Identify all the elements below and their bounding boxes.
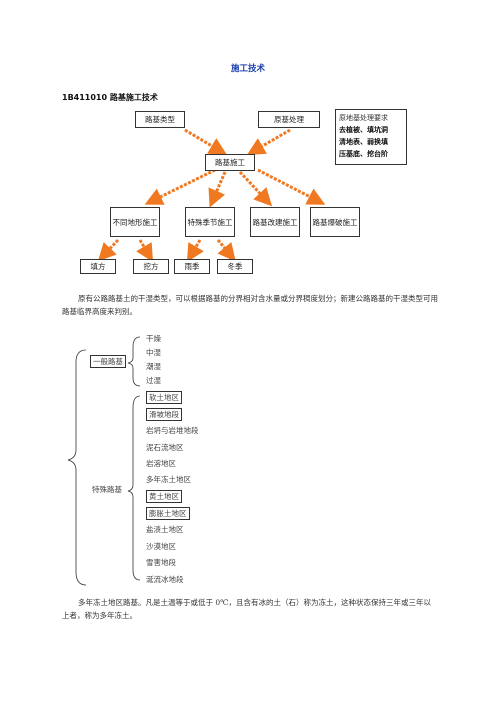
- note-line-3: 压基底、挖台阶: [339, 150, 388, 158]
- box-rainy: 雨季: [174, 259, 210, 274]
- brace-general: [127, 336, 141, 387]
- box-cut: 挖方: [133, 259, 169, 274]
- box-base-treatment: 原基处理: [258, 111, 320, 128]
- arrow-terrain-to-cut: [136, 239, 154, 263]
- tree-special-item: 软土地区: [146, 391, 182, 404]
- brace-root: [67, 349, 87, 586]
- tree-special-item: 涎流冰地段: [146, 575, 184, 584]
- tree-special-item: 岩溶地区: [146, 459, 176, 468]
- note-line-2: 清地表、弱换填: [339, 138, 388, 146]
- arrow-center-to-terrain: [144, 168, 216, 205]
- paragraph-dry-wet-types: 原有公路路基土的干湿类型，可以根据路基的分界相对含水量或分界稠度划分；新建公路路…: [62, 294, 438, 316]
- tree-special-item: 沙漠地区: [146, 542, 176, 551]
- note-line-1: 去植被、填坑洞: [339, 126, 388, 134]
- arrow-center-to-rebuild: [238, 170, 273, 207]
- tree-special-item: 滑坡地段: [146, 408, 182, 421]
- tree-general-item: 中湿: [146, 348, 161, 357]
- arrow-center-to-season: [208, 171, 227, 208]
- arrow-season-to-winter: [216, 239, 236, 262]
- arrow-terrain-to-fill: [97, 238, 120, 262]
- tree-special-label: 特殊路基: [92, 485, 122, 494]
- note-base-requirements: 原地基处理要求 去植被、填坑洞 清地表、弱换填 压基底、挖台阶: [335, 109, 407, 165]
- arrow-base-to-center: [246, 128, 291, 156]
- page-title: 施工技术: [230, 64, 265, 74]
- box-season: 特殊季节施工: [185, 207, 235, 237]
- section-heading: 1B411010 路基施工技术: [62, 93, 158, 102]
- brace-special: [127, 395, 141, 581]
- box-subgrade-construction: 路基施工: [205, 154, 255, 171]
- note-line-title: 原地基处理要求: [339, 114, 388, 122]
- paragraph-permafrost: 多年冻土地区路基。凡是土温等于或低于 0℃，且含有冰的土（石）称为冻土，这种状态…: [62, 598, 432, 620]
- tree-general-item: 干燥: [146, 334, 161, 343]
- box-rebuild: 路基改建施工: [250, 207, 300, 237]
- box-subgrade-type: 路基类型: [135, 111, 185, 128]
- box-blasting: 路基爆破施工: [310, 207, 360, 237]
- tree-special-item: 多年冻土地区: [146, 475, 191, 484]
- box-terrain: 不同地形施工: [110, 207, 160, 237]
- box-winter: 冬季: [217, 259, 253, 274]
- tree-special-item: 雪害地段: [146, 558, 176, 567]
- tree-special-item: 岩坍与岩堆地段: [146, 426, 199, 435]
- arrow-type-to-center: [184, 128, 228, 156]
- arrow-center-to-blast: [257, 168, 326, 205]
- tree-special-item: 黄土地区: [146, 490, 182, 503]
- tree-general-item: 过湿: [146, 376, 161, 385]
- tree-special-item: 膨胀土地区: [146, 507, 190, 520]
- tree-special-item: 泥石流地区: [146, 443, 184, 452]
- tree-general-item: 潮湿: [146, 362, 161, 371]
- tree-general-label: 一般路基: [90, 355, 126, 368]
- box-fill: 填方: [80, 259, 116, 274]
- tree-special-item: 盐渍土地区: [146, 525, 184, 534]
- arrow-season-to-rain: [186, 239, 204, 263]
